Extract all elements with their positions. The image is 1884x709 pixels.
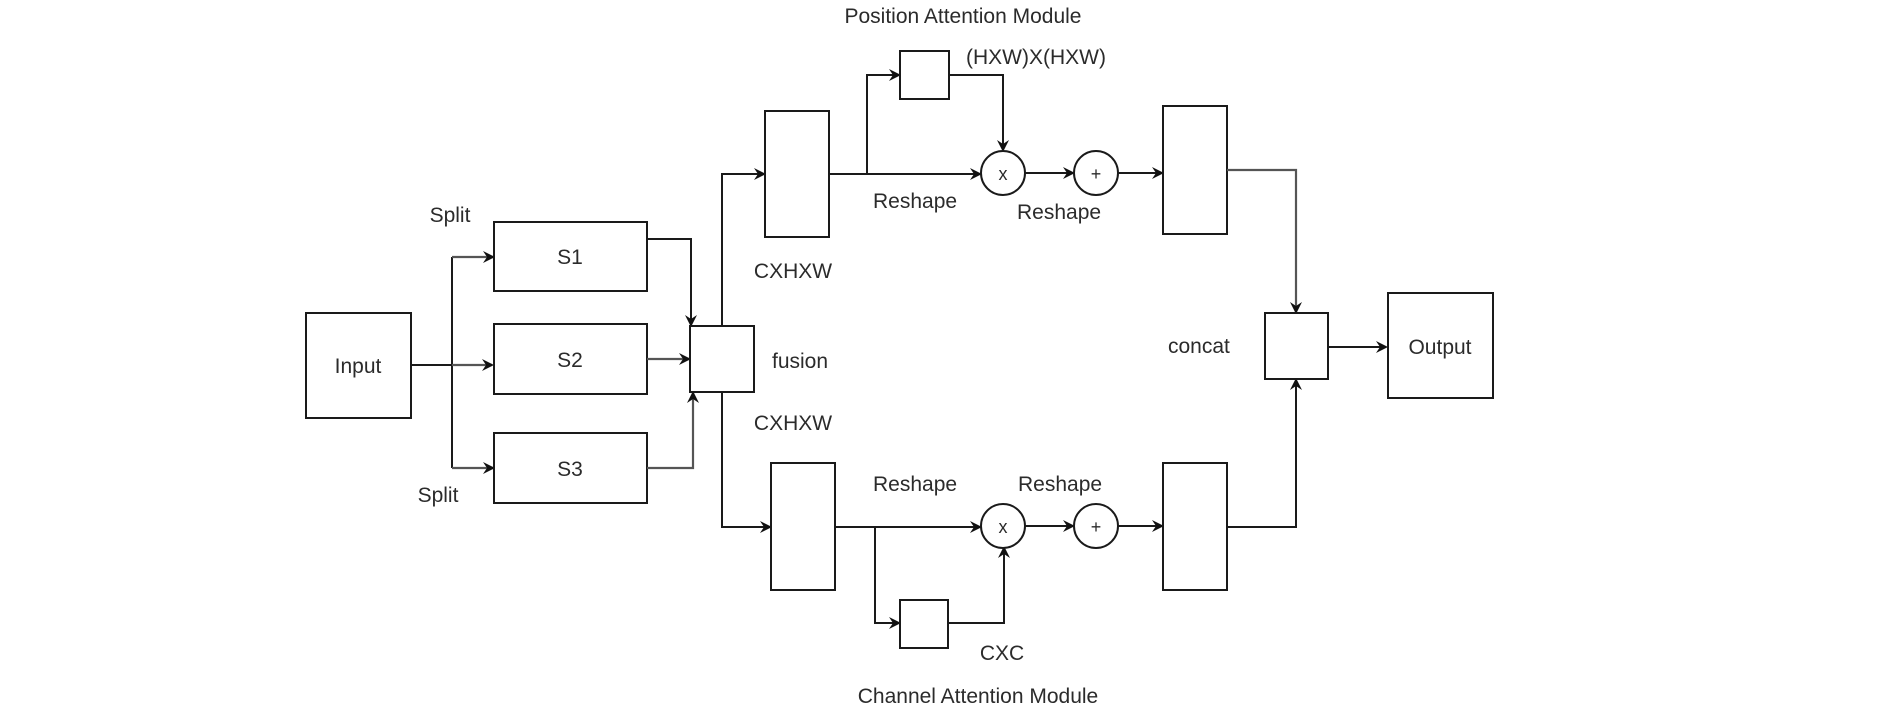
arrow-fusion-to-channel [721, 392, 772, 533]
reshape-label-upper-1: Reshape [873, 190, 957, 213]
fusion-connectors [647, 238, 699, 470]
s2-label: S2 [557, 349, 583, 372]
split-label-top: Split [430, 204, 471, 227]
add-operator-upper: + [1073, 150, 1119, 196]
s3-label: S3 [557, 458, 583, 481]
multiply-operator-lower: x [980, 503, 1026, 549]
s1-node: S1 [493, 221, 648, 292]
position-output-block [1162, 105, 1228, 235]
dims-label-lower: CXHXW [754, 412, 832, 435]
add-operator-lower: + [1073, 503, 1119, 549]
channel-attention-module-title: Channel Attention Module [858, 685, 1099, 708]
input-label: Input [335, 355, 382, 378]
arrow-s1-to-fusion [647, 238, 697, 327]
add-symbol: + [1091, 164, 1102, 184]
channel-output-block [1162, 462, 1228, 591]
add-symbol: + [1091, 517, 1102, 537]
position-attention-module-title: Position Attention Module [845, 5, 1082, 28]
reshape-label-lower-1: Reshape [873, 473, 957, 496]
arrow-map-to-multiply-lower [948, 546, 1010, 624]
arrow-s3-to-fusion [647, 391, 699, 470]
position-attention-map-block [899, 50, 950, 100]
split-connectors [411, 251, 495, 474]
s2-node: S2 [493, 323, 648, 395]
multiply-operator-upper: x [980, 150, 1026, 196]
channel-attention-module: CXC x + Reshape Reshape [770, 462, 1228, 665]
dims-label-upper: CXHXW [754, 260, 832, 283]
position-map-label: (HXW)X(HXW) [966, 46, 1106, 69]
s1-label: S1 [557, 246, 583, 269]
arrow-to-position-map [866, 69, 901, 174]
fusion-node [689, 325, 755, 393]
split-label-bottom: Split [418, 484, 459, 507]
reshape-label-upper-2: Reshape [1017, 201, 1101, 224]
channel-attention-map-block [899, 599, 949, 649]
output-label: Output [1408, 336, 1471, 359]
input-node: Input [305, 312, 412, 419]
output-node: Output [1387, 292, 1494, 399]
s3-node: S3 [493, 432, 648, 504]
multiply-symbol: x [999, 517, 1008, 537]
arrow-channel-to-concat [1227, 378, 1302, 528]
arrow-to-channel-map [874, 527, 901, 629]
reshape-label-lower-2: Reshape [1018, 473, 1102, 496]
concat-label: concat [1168, 335, 1230, 358]
fusion-label: fusion [772, 350, 828, 373]
position-feature-block [764, 110, 830, 238]
concat-node [1264, 312, 1329, 380]
position-attention-module: (HXW)X(HXW) x + Reshape Reshape [764, 46, 1228, 238]
channel-map-label: CXC [980, 642, 1024, 665]
arrow-position-to-concat [1227, 168, 1302, 314]
multiply-symbol: x [999, 164, 1008, 184]
arrow-fusion-to-position [721, 168, 766, 326]
channel-feature-block [770, 462, 836, 591]
arrow-map-to-multiply-upper [949, 74, 1009, 152]
